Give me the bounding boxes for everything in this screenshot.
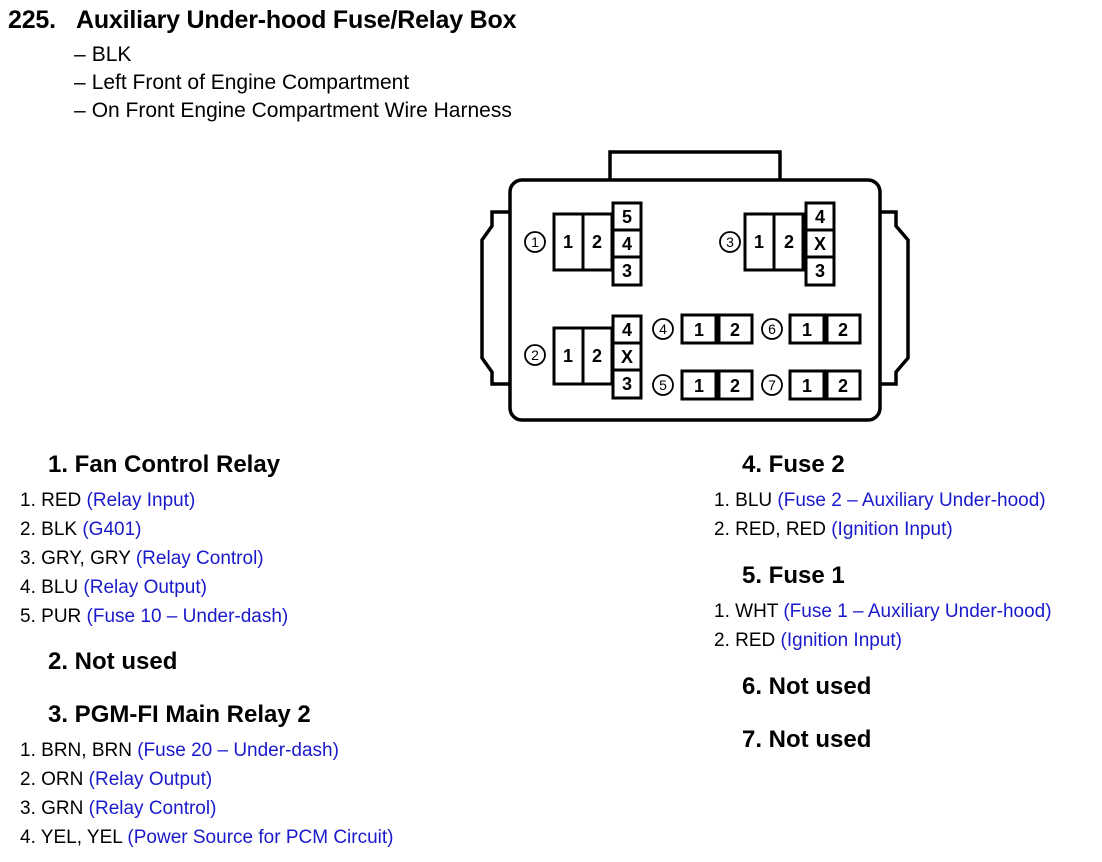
callout-circle-5 xyxy=(652,374,674,396)
callout-circle-7 xyxy=(761,374,783,396)
relay-3-pin: 2 xyxy=(784,232,794,252)
pin-list-item: 1. BRN, BRN (Fuse 20 – Under-dash) xyxy=(20,740,339,761)
callout-6: 6 xyxy=(768,321,776,337)
section-heading-5: 5. Fuse 1 xyxy=(742,562,845,589)
relay-2-socket xyxy=(552,314,643,400)
pin-list-item: 1. BLU (Fuse 2 – Auxiliary Under-hood) xyxy=(714,490,1046,511)
fuse-6-socket xyxy=(788,313,862,345)
fuse-6-pin: 2 xyxy=(838,320,848,340)
relay-3-pin: 3 xyxy=(815,261,825,281)
pin-list-item: 2. BLK (G401) xyxy=(20,519,142,540)
section-heading-7: 7. Not used xyxy=(742,726,872,753)
callout-circle-6 xyxy=(761,318,783,340)
fuse-6-pin: 1 xyxy=(802,320,812,340)
fuse-7-pin: 2 xyxy=(838,376,848,396)
pin-list-item: 3. GRY, GRY (Relay Control) xyxy=(20,548,264,569)
section-heading-6: 6. Not used xyxy=(742,673,872,700)
pin-list-item: 5. PUR (Fuse 10 – Under-dash) xyxy=(20,606,289,627)
callout-circle-4 xyxy=(652,318,674,340)
fuse-4-pin: 2 xyxy=(730,320,740,340)
component-title: Auxiliary Under-hood Fuse/Relay Box xyxy=(76,6,517,34)
relay-1-pin: 3 xyxy=(622,261,632,281)
relay-2-pin: 1 xyxy=(563,346,573,366)
pin-list-item: 4. YEL, YEL (Power Source for PCM Circui… xyxy=(20,827,394,848)
fuse-4-socket xyxy=(680,313,754,345)
detail-harness: –On Front Engine Compartment Wire Harnes… xyxy=(74,99,512,122)
relay-2-pin: 2 xyxy=(592,346,602,366)
callout-1: 1 xyxy=(531,234,539,250)
pin-list-item: 1. RED (Relay Input) xyxy=(20,490,196,511)
fuse-7-socket xyxy=(788,369,862,401)
pin-list-item: 2. RED, RED (Ignition Input) xyxy=(714,519,953,540)
callout-4: 4 xyxy=(659,321,667,337)
detail-location: –Left Front of Engine Compartment xyxy=(74,71,410,94)
pin-list-item: 4. BLU (Relay Output) xyxy=(20,577,207,598)
relay-3-pin: 1 xyxy=(754,232,764,252)
callout-2: 2 xyxy=(531,347,539,363)
section-heading-1: 1. Fan Control Relay xyxy=(48,451,281,478)
relay-2-pin: X xyxy=(621,347,633,367)
pin-list-item: 1. WHT (Fuse 1 – Auxiliary Under-hood) xyxy=(714,601,1052,622)
callout-7: 7 xyxy=(768,377,776,393)
relay-3-socket xyxy=(743,201,836,287)
section-heading-3: 3. PGM-FI Main Relay 2 xyxy=(48,701,311,728)
fuse-7-pin: 1 xyxy=(802,376,812,396)
component-number: 225. xyxy=(8,6,56,34)
relay-1-pin: 1 xyxy=(563,232,573,252)
fuse-relay-box-diagram: 1 2 3 4 5 6 7 1 2 5 4 3 1 2 4 X 3 1 2 4 … xyxy=(480,150,910,422)
detail-color: –BLK xyxy=(74,43,132,66)
relay-1-pin: 2 xyxy=(592,232,602,252)
relay-1-pin: 4 xyxy=(622,234,632,254)
fuse-5-pin: 2 xyxy=(730,376,740,396)
pin-list-item: 3. GRN (Relay Control) xyxy=(20,798,217,819)
pin-list-item: 2. ORN (Relay Output) xyxy=(20,769,213,790)
relay-3-pin: X xyxy=(814,234,826,254)
relay-1-socket xyxy=(552,201,643,287)
relay-2-pin: 3 xyxy=(622,374,632,394)
fuse-5-socket xyxy=(680,369,754,401)
relay-3-pin: 4 xyxy=(815,207,825,227)
callout-circle-2 xyxy=(524,344,546,366)
relay-2-pin: 4 xyxy=(622,320,632,340)
top-latch xyxy=(608,150,782,180)
section-heading-2: 2. Not used xyxy=(48,648,178,675)
callout-5: 5 xyxy=(659,377,667,393)
pin-list-item: 2. RED (Ignition Input) xyxy=(714,630,903,651)
callout-3: 3 xyxy=(726,234,734,250)
callout-circle-3 xyxy=(719,231,741,253)
page-title: 225. Auxiliary Under-hood Fuse/Relay Box xyxy=(8,6,517,35)
box-outline xyxy=(508,178,882,422)
left-latch xyxy=(480,210,510,386)
right-latch xyxy=(880,210,910,386)
section-heading-4: 4. Fuse 2 xyxy=(742,451,845,478)
fuse-5-pin: 1 xyxy=(694,376,704,396)
relay-1-pin: 5 xyxy=(622,207,632,227)
callout-circle-1 xyxy=(524,231,546,253)
fuse-4-pin: 1 xyxy=(694,320,704,340)
